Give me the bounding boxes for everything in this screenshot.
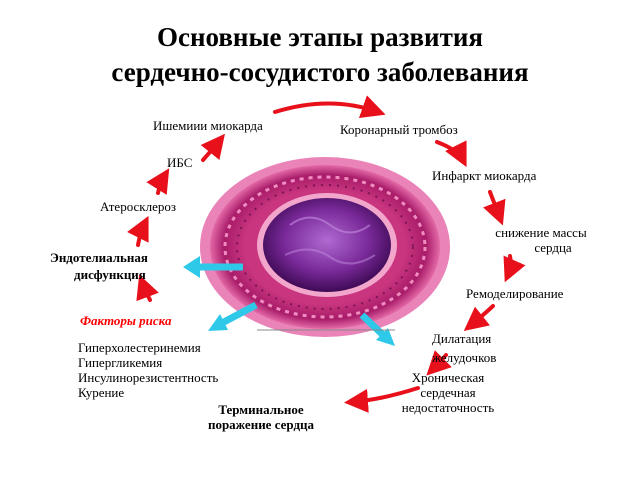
cyan-arrow-left [183, 256, 243, 278]
arrow-endothelial-to-atherosclerosis [127, 215, 149, 247]
label-mass-loss-line2: сердца [534, 240, 572, 255]
risk-item-insulin-resistance: Инсулинорезистентность [78, 370, 219, 385]
label-dilation-line2: желудочков [432, 350, 497, 365]
risk-item-hypercholesterolemia: Гиперхолестеринемия [78, 340, 201, 355]
label-chronic-line1: Хроническая [411, 370, 485, 385]
label-endothelial-line2: дисфункция [74, 267, 146, 282]
label-ischemia: Ишемиии миокарда [153, 118, 263, 133]
arrow-infarct-to-massloss [483, 190, 506, 226]
label-endothelial: Эндотелиальная дисфункция [50, 250, 148, 282]
label-chronic-line3: недостаточность [401, 400, 495, 415]
arrow-massloss-to-remodeling [503, 254, 526, 283]
arrow-dilation-to-chronic [426, 350, 452, 376]
label-atherosclerosis: Атеросклероз [100, 199, 176, 214]
label-chronic-heart-failure: Хроническая сердечная недостаточность [392, 370, 504, 415]
label-terminal: Терминальное поражение сердца [196, 402, 326, 432]
label-mass-loss-line1: снижение массы [495, 225, 587, 240]
label-risk-factors: Факторы риска [80, 313, 172, 328]
arrow-ibs-to-ischemia [200, 133, 225, 162]
label-remodeling: Ремоделирование [466, 286, 564, 301]
risk-factor-list: Гиперхолестеринемия Гипергликемия Инсули… [78, 340, 218, 400]
label-terminal-line1: Терминальное [218, 402, 304, 417]
risk-item-hyperglycemia: Гипергликемия [78, 355, 163, 370]
label-chronic-line2: сердечная [420, 385, 476, 400]
arrow-remodeling-to-dilation [463, 304, 495, 331]
cyan-arrow-down-right [359, 312, 395, 346]
arrow-thrombosis-to-infarct [435, 140, 467, 168]
arrow-ischemia-to-thrombosis [273, 95, 386, 118]
label-myocardial-infarction: Инфаркт миокарда [432, 168, 537, 183]
label-dilation-line1: Дилатация [432, 331, 492, 346]
label-coronary-thrombosis: Коронарный тромбоз [340, 122, 458, 137]
arrow-atherosclerosis-to-ibs [146, 168, 170, 195]
label-ibs: ИБС [167, 155, 193, 170]
risk-item-smoking: Курение [78, 385, 125, 400]
title-line-1: Основные этапы развития [156, 22, 484, 52]
arrow-chronic-to-terminal [344, 386, 420, 413]
cyan-arrow-down-left [208, 301, 258, 331]
label-endothelial-line1: Эндотелиальная [50, 250, 148, 265]
artery-cross-section-image [200, 157, 450, 337]
label-terminal-line2: поражение сердца [207, 417, 315, 432]
label-mass-loss: снижение массы сердца [486, 225, 596, 255]
label-dilation: Дилатация желудочков [432, 331, 496, 365]
title-line-2: сердечно-сосудистого заболевания [111, 57, 529, 87]
arrow-risk-to-endothelial [136, 274, 159, 302]
